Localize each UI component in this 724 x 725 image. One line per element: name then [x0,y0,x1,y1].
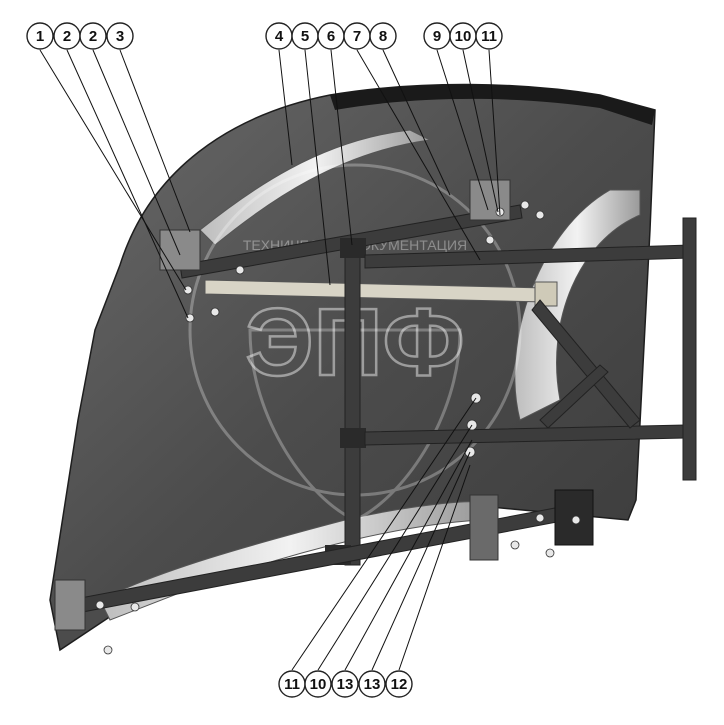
post-clamp-mid [340,428,366,448]
callout-bottom-12: 12 [385,670,413,698]
callout-top-3: 3 [106,22,134,50]
svg-text:13: 13 [364,676,381,693]
callout-top-2b: 2 [79,22,107,50]
svg-text:4: 4 [275,28,284,45]
svg-text:3: 3 [116,28,124,45]
svg-text:7: 7 [353,28,361,45]
callout-top-10: 10 [449,22,477,50]
svg-text:8: 8 [379,28,387,45]
svg-text:1: 1 [36,28,44,45]
callout-top-5: 5 [291,22,319,50]
callout-top-1: 1 [26,22,54,50]
svg-text:11: 11 [284,676,300,693]
vertical-post [344,244,361,566]
right-upper-bracket [469,179,511,221]
callout-bottom-11: 11 [278,670,306,698]
callout-bottom-13a: 13 [331,670,359,698]
svg-text:2: 2 [63,28,71,45]
upper-arch-rib [199,129,432,246]
hood-top-rim [330,84,655,125]
callout-top-2a: 2 [53,22,81,50]
svg-text:10: 10 [455,28,472,45]
lower-right-bracket [469,494,499,561]
bolts [95,200,581,655]
svg-text:6: 6 [327,28,335,45]
callout-bottom-13b: 13 [358,670,386,698]
callout-top-6: 6 [317,22,345,50]
svg-text:5: 5 [301,28,309,45]
frame-diagonal-1 [531,299,641,429]
svg-text:12: 12 [391,676,408,693]
lower-arch-rib [99,501,481,621]
lower-left-bracket [54,579,86,631]
leader-lines [39,49,501,671]
callout-bottom-10: 10 [304,670,332,698]
callout-top-4: 4 [265,22,293,50]
svg-text:9: 9 [433,28,441,45]
post-clamp-top [340,238,366,258]
svg-text:2: 2 [89,28,97,45]
frame-diagonal-2 [539,364,609,429]
callout-top-11: 11 [475,22,503,50]
callout-top-7: 7 [343,22,371,50]
svg-text:13: 13 [337,676,354,693]
callout-top-8: 8 [369,22,397,50]
svg-text:10: 10 [310,676,327,693]
frame-right-post [682,217,697,481]
left-upper-bracket [159,229,201,271]
svg-text:11: 11 [481,28,497,45]
callout-top-9: 9 [423,22,451,50]
